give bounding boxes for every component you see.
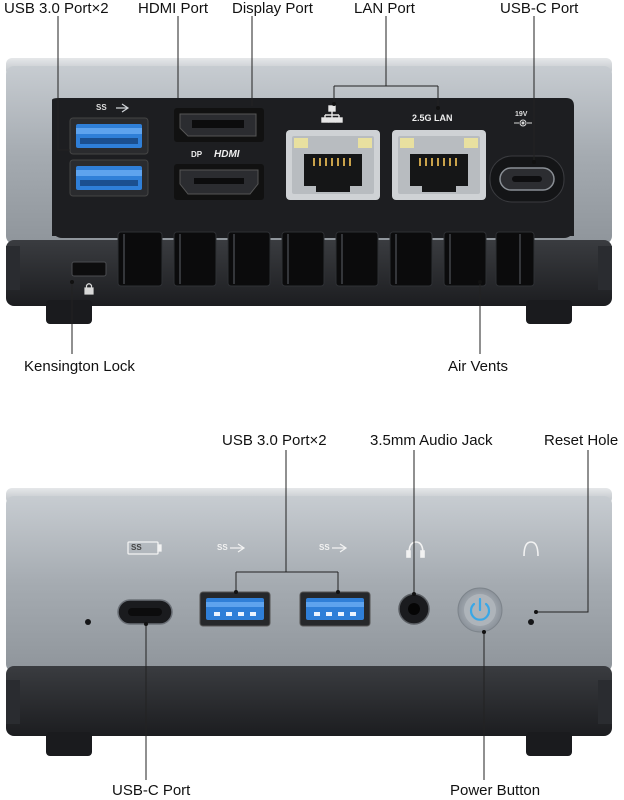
audio-jack [398, 593, 430, 625]
rear-view [6, 16, 612, 354]
reset-icon [523, 541, 539, 557]
display-port [174, 108, 264, 142]
front-ss-usb-icon-2 [332, 543, 348, 553]
rear-leader-lines [57, 16, 535, 354]
label-kensington-lock: Kensington Lock [24, 358, 135, 375]
dp-mark: DP [191, 150, 203, 159]
power-icon [469, 597, 491, 621]
rear-leader-dots [70, 102, 536, 284]
dc-in-mark: 19V [515, 111, 528, 118]
hdmi-port [174, 164, 264, 200]
front-ss-mark-2: SS [217, 543, 228, 552]
rear-ss-mark: SS [96, 103, 107, 112]
lock-icon [84, 283, 94, 295]
headphone-icon [406, 541, 425, 558]
ss-battery-icon [127, 541, 162, 555]
network-icon [321, 105, 343, 123]
dc-polarity-icon [514, 119, 532, 127]
front-leader-dots [144, 590, 538, 634]
label-rear-usb3: USB 3.0 Port×2 [4, 0, 109, 17]
lan-speed-mark: 2.5G LAN [412, 113, 453, 123]
rear-usbc-port [489, 155, 565, 203]
front-usb3-port-1 [199, 591, 271, 627]
label-display-port: Display Port [232, 0, 313, 17]
front-ss-mark-1: SS [131, 543, 142, 552]
front-left-hole [85, 619, 91, 625]
front-ss-usb-icon-1 [230, 543, 246, 553]
front-usb3-port-2 [299, 591, 371, 627]
label-audio-jack: 3.5mm Audio Jack [370, 432, 493, 449]
rear-air-vents [117, 231, 535, 287]
label-power-button: Power Button [450, 782, 541, 799]
front-view [6, 450, 612, 780]
lan-port-2 [392, 130, 486, 200]
front-ss-mark-3: SS [319, 543, 330, 552]
label-lan-port: LAN Port [354, 0, 415, 17]
lan-port-1 [286, 130, 380, 200]
label-front-usb3: USB 3.0 Port×2 [222, 432, 327, 449]
reset-hole [528, 619, 534, 625]
rear-ss-usb-icon [116, 103, 130, 113]
label-hdmi-port: HDMI Port [138, 0, 209, 17]
rear-usb3-port-top [69, 117, 149, 155]
front-leader-lines [145, 450, 589, 780]
label-reset-hole: Reset Hole [544, 432, 619, 449]
label-air-vents: Air Vents [448, 358, 509, 375]
hdmi-logo-mark: HDMI [214, 149, 240, 160]
label-rear-usbc: USB-C Port [500, 0, 579, 17]
front-usbc-port [117, 599, 173, 625]
kensington-lock-slot [71, 261, 107, 277]
label-front-usbc: USB-C Port [112, 782, 191, 799]
rear-usb3-port-bottom [69, 159, 149, 197]
